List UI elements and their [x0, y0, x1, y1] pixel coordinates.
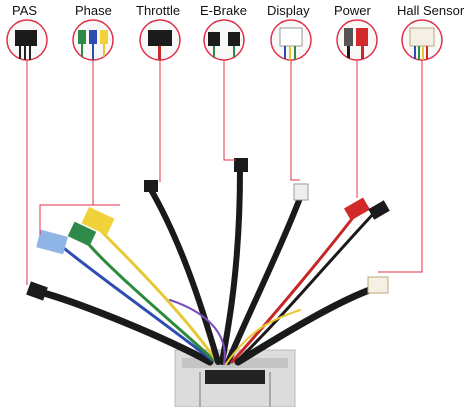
wire-bundle: [36, 167, 379, 366]
ebrake-connector: [234, 158, 248, 172]
hall-sensor-connector: [367, 276, 389, 294]
leader-lines: [26, 60, 423, 285]
label-display: Display: [267, 3, 310, 18]
display-connector: [293, 183, 309, 201]
label-phase: Phase: [75, 3, 112, 18]
thumbnail-throttle: [139, 19, 181, 61]
power-connector: [343, 197, 390, 221]
phase-connectors: [36, 206, 115, 255]
label-hall-sensor: Hall Sensor: [397, 3, 465, 18]
label-power: Power: [334, 3, 371, 18]
thumbnail-phase: [72, 19, 114, 61]
thumbnail-display: [270, 19, 312, 61]
label-throttle: Throttle: [136, 3, 181, 18]
throttle-connector: [144, 180, 158, 192]
thumbnail-power: [336, 19, 378, 61]
thumbnail-pas: [6, 19, 48, 61]
label-ebrake: E-Brake: [200, 3, 247, 18]
pas-connector: [26, 281, 48, 301]
thumbnail-hall-sensor: [401, 19, 443, 61]
label-pas: PAS: [12, 3, 38, 18]
thumbnail-ebrake: [203, 19, 245, 61]
